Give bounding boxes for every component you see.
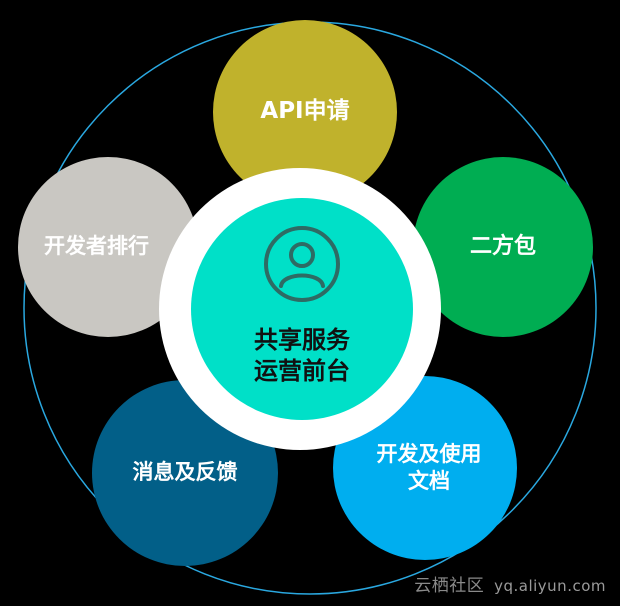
- api-request-label: API申请: [260, 98, 350, 125]
- dev-docs-line2: 文档: [408, 469, 450, 493]
- second-party-package-label: 二方包: [469, 233, 536, 259]
- center-title: 共享服务 运营前台: [254, 325, 350, 387]
- center-title-line2: 运营前台: [254, 357, 350, 385]
- watermark-brand: 云栖社区: [414, 576, 485, 596]
- center-hub: 共享服务 运营前台: [191, 198, 413, 420]
- watermark: 云栖社区 yq.aliyun.com: [414, 571, 606, 596]
- center-title-line1: 共享服务: [254, 325, 350, 354]
- dev-docs-text: 开发及使用 文档: [377, 441, 482, 496]
- messages-feedback-label: 消息及反馈: [132, 460, 238, 485]
- dev-docs-line1: 开发及使用: [376, 441, 482, 466]
- developer-ranking-label: 开发者排行: [44, 234, 149, 259]
- second-party-package-node: 二方包: [413, 157, 593, 337]
- user-icon: [264, 226, 340, 302]
- watermark-site: yq.aliyun.com: [494, 577, 606, 595]
